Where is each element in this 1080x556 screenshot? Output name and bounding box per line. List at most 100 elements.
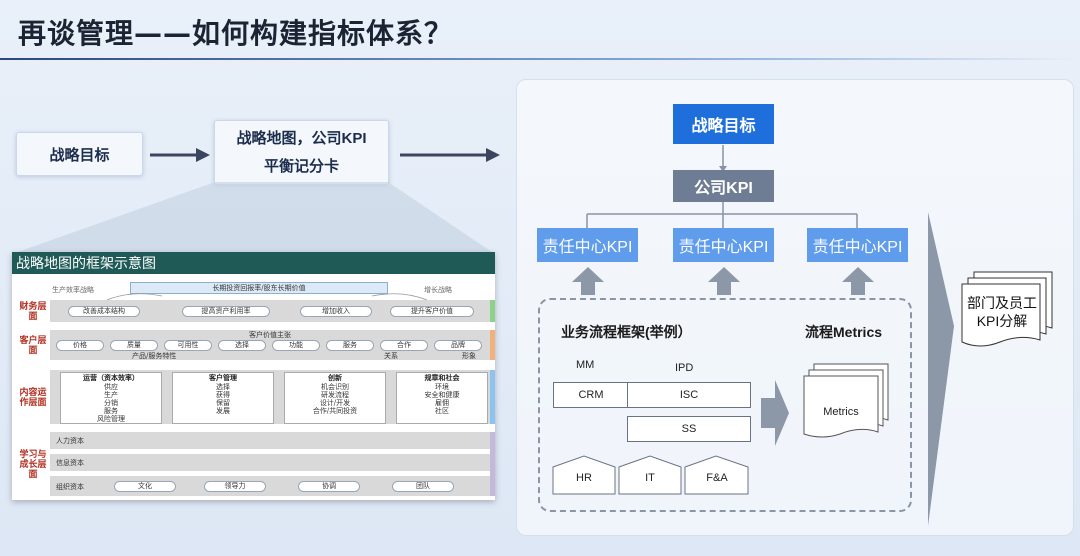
group-item: 发展 <box>216 407 230 415</box>
company-kpi-box: 公司KPI <box>673 170 774 202</box>
growth-strategy: 增长战略 <box>424 286 452 294</box>
cust-item: 可用性 <box>164 340 212 351</box>
group-title: 运营（资本效率） <box>83 373 139 382</box>
strategic-goal-label: 战略目标 <box>49 146 110 164</box>
department-kpi-label: 部门及员工 KPI分解 <box>962 294 1042 330</box>
cust-item: 质量 <box>110 340 158 351</box>
cust-item: 合作 <box>380 340 428 351</box>
group-item: 社区 <box>435 407 449 415</box>
productivity-strategy: 生产效率战略 <box>52 286 94 294</box>
org-item: 协调 <box>298 481 360 492</box>
process-framework-title: 业务流程框架(举例） <box>561 324 692 340</box>
group-item: 供应 <box>104 383 118 391</box>
internal-group: 规章和社会 环境 安全和健康 雇佣 社区 <box>396 372 488 424</box>
customer-layer-label: 客户层面 <box>19 335 47 355</box>
arrow-right-icon <box>150 148 210 162</box>
group-item: 风险管理 <box>97 415 125 423</box>
strategy-map-line1: 战略地图，公司KPI <box>236 129 367 147</box>
crm-box: CRM <box>553 382 629 408</box>
group-title: 创新 <box>328 373 342 382</box>
cust-item: 价格 <box>56 340 104 351</box>
group-title: 客户管理 <box>209 373 237 382</box>
responsibility-center-kpi: 责任中心KPI <box>807 228 908 262</box>
group-item: 服务 <box>104 407 118 415</box>
department-doc-icon <box>961 271 1053 347</box>
org-item: 领导力 <box>204 481 266 492</box>
fin-item: 改善成本结构 <box>68 306 140 317</box>
human-capital-row: 人力资本 <box>50 432 490 449</box>
financial-layer-label: 财务层面 <box>19 301 47 321</box>
internal-edge <box>490 370 495 424</box>
title-underline <box>0 58 1080 60</box>
cust-item: 选择 <box>218 340 266 351</box>
strategy-map-header: 战略地图的框架示意图 <box>12 252 495 274</box>
internal-group: 创新 机会识别 研发流程 设计/开发 合作/共同投资 <box>284 372 386 424</box>
up-arrow-icon <box>842 267 874 295</box>
responsibility-center-kpi: 责任中心KPI <box>537 228 638 262</box>
strategy-map-line2: 平衡记分卡 <box>263 157 339 175</box>
group-item: 合作/共同投资 <box>312 407 358 415</box>
strategy-curves <box>106 293 428 301</box>
financial-edge <box>490 300 495 322</box>
strategy-map-figure: 战略地图的框架示意图 生产效率战略 长期投资回报率/股东长期价值 增长战略 财务… <box>12 252 495 500</box>
responsibility-center-kpi: 责任中心KPI <box>673 228 774 262</box>
up-arrow-icon <box>708 267 740 295</box>
org-item: 文化 <box>114 481 176 492</box>
mm-label: MM <box>576 359 595 371</box>
cust-item: 功能 <box>272 340 320 351</box>
arrow-right-icon <box>400 148 500 162</box>
org-item: 团队 <box>392 481 454 492</box>
relationship-label: 关系 <box>384 352 398 360</box>
hr-box: HR <box>576 472 592 484</box>
internal-group: 运营（资本效率） 供应 生产 分销 服务 风险管理 <box>60 372 162 424</box>
support-process-shapes <box>552 455 749 495</box>
panel-strategic-goal: 战略目标 <box>673 104 774 144</box>
image-label: 形象 <box>462 352 476 360</box>
group-title: 规章和社会 <box>424 373 460 382</box>
strategy-map-box: 战略地图，公司KPI 平衡记分卡 <box>214 120 389 185</box>
learning-edge <box>490 432 495 496</box>
org-capital: 组织资本 <box>56 483 84 491</box>
department-kpi-line2: KPI分解 <box>976 313 1028 329</box>
connector-lines <box>586 145 858 228</box>
cust-item: 品牌 <box>434 340 482 351</box>
cust-item: 服务 <box>326 340 374 351</box>
zoom-wedge <box>12 182 495 254</box>
customer-value-heading: 客户价值主张 <box>249 331 291 339</box>
product-service-attr: 产品/服务特性 <box>132 352 177 360</box>
learning-layer-label: 学习与成长层面 <box>19 449 47 479</box>
page-title: 再谈管理——如何构建指标体系？ <box>18 17 454 50</box>
ss-box: SS <box>627 416 751 442</box>
group-item: 研发流程 <box>321 391 349 399</box>
info-capital: 信息资本 <box>56 459 84 467</box>
isc-box: ISC <box>627 382 751 408</box>
info-capital-row: 信息资本 <box>50 454 490 471</box>
strategic-goal-box: 战略目标 <box>16 132 143 176</box>
internal-group: 客户管理 选择 获得 保留 发展 <box>172 372 274 424</box>
metrics-doc-label: Metrics <box>823 406 859 418</box>
human-capital: 人力资本 <box>56 437 84 445</box>
department-kpi-line1: 部门及员工 <box>967 295 1037 311</box>
internal-layer-label: 内容运作层面 <box>19 387 47 407</box>
group-item: 保留 <box>216 399 230 407</box>
internal-layer: 运营（资本效率） 供应 生产 分销 服务 风险管理 客户管理 选择 获得 保留 … <box>50 370 490 424</box>
it-box: IT <box>645 472 655 484</box>
fin-item: 提升客户价值 <box>390 306 474 317</box>
fin-item: 提高资产利用率 <box>182 306 270 317</box>
group-item: 选择 <box>216 383 230 391</box>
group-item: 安全和健康 <box>424 391 460 399</box>
group-item: 雇佣 <box>435 399 449 407</box>
big-chevron-icon <box>928 212 954 526</box>
group-item: 设计/开发 <box>319 399 351 407</box>
fin-item: 增加收入 <box>300 306 372 317</box>
right-arrow-icon <box>761 380 789 446</box>
group-item: 分销 <box>104 399 118 407</box>
metrics-doc-icon <box>803 363 889 438</box>
ipd-label: IPD <box>675 362 694 374</box>
group-item: 生产 <box>104 391 118 399</box>
process-framework-area <box>538 298 912 512</box>
group-item: 机会识别 <box>321 383 349 391</box>
org-capital-row: 组织资本 文化 领导力 协调 团队 <box>50 476 490 496</box>
group-item: 环境 <box>435 383 449 391</box>
customer-layer: 客户价值主张 价格 质量 可用性 选择 功能 服务 合作 品牌 产品/服务特性 … <box>50 330 490 360</box>
